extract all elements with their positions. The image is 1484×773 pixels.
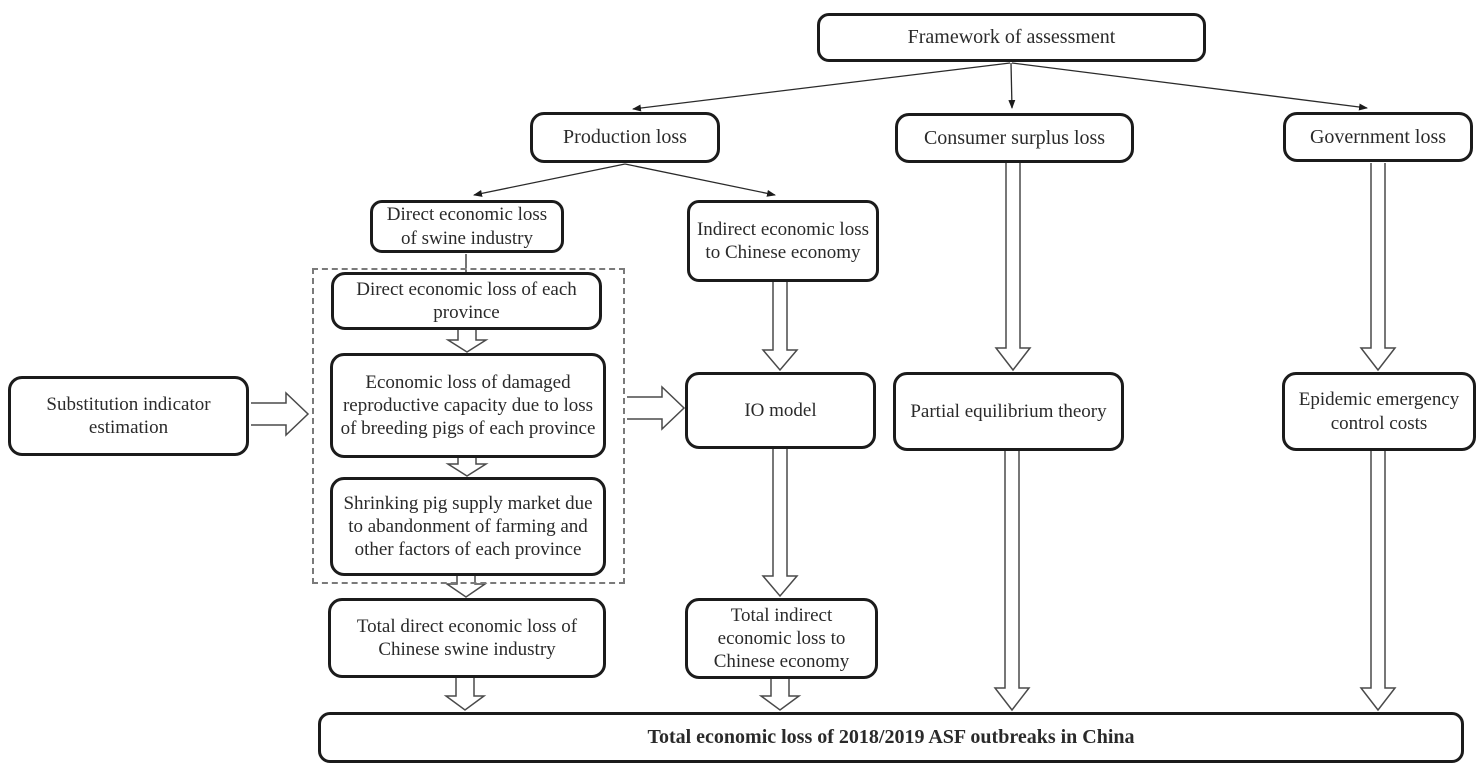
hollow-arrow-total-direct-to-total-loss [443,678,487,711]
node-epidemic-costs-label: Epidemic emergency control costs [1298,389,1460,434]
node-framework: Framework of assessment [817,13,1206,62]
node-shrinking-supply: Shrinking pig supply market due to aband… [330,477,606,576]
node-substitution-indicator: Substitution indicator estimation [8,376,249,456]
node-total-direct-loss-label: Total direct economic loss of Chinese sw… [356,615,578,660]
node-direct-swine-loss: Direct economic loss of swine industry [370,200,564,253]
hollow-arrow-substitution-to-dashed-group [251,391,310,437]
node-government-loss: Government loss [1283,112,1473,162]
hollow-arrow-indirect-to-io-model [761,282,799,372]
hollow-arrow-io-model-to-total-indirect [761,449,799,598]
node-total-direct-loss: Total direct economic loss of Chinese sw… [328,598,606,678]
province-calculation-group [312,268,625,584]
node-io-model-label: IO model [744,399,817,421]
node-epidemic-costs: Epidemic emergency control costs [1282,372,1476,451]
hollow-arrow-government-to-epidemic-costs [1359,163,1397,372]
arrow-framework-to-government-loss [1011,62,1368,111]
node-reproductive-loss: Economic loss of damaged reproductive ca… [330,353,606,458]
node-partial-equilibrium-label: Partial equilibrium theory [910,400,1107,422]
node-indirect-chinese-loss-label: Indirect economic loss to Chinese econom… [696,218,869,263]
node-reproductive-loss-label: Economic loss of damaged reproductive ca… [340,371,596,440]
node-io-model: IO model [685,372,876,449]
arrow-framework-to-consumer-surplus-loss [1008,62,1016,109]
arrow-framework-to-production-loss [632,62,1011,112]
hollow-arrow-dashed-group-to-io-model [627,385,686,431]
arrow-production-to-indirect-chinese-loss [624,163,776,197]
node-indirect-chinese-loss: Indirect economic loss to Chinese econom… [687,200,879,282]
node-government-loss-label: Government loss [1309,125,1447,148]
node-production-loss: Production loss [530,112,720,163]
node-partial-equilibrium: Partial equilibrium theory [893,372,1124,451]
hollow-arrow-shrinking-to-total-direct [444,576,488,598]
hollow-arrow-partial-equilibrium-to-total-loss [993,451,1031,712]
node-province-direct-loss-label: Direct economic loss of each province [356,278,577,323]
hollow-arrow-total-indirect-to-total-loss [758,679,802,711]
hollow-arrow-epidemic-costs-to-total-loss [1359,451,1397,712]
hollow-arrow-province-to-reproductive [445,330,489,353]
hollow-arrow-consumer-to-partial-equilibrium [994,163,1032,372]
arrow-production-to-direct-swine-loss [473,163,626,197]
node-province-direct-loss: Direct economic loss of each province [331,272,602,330]
node-consumer-surplus-loss-label: Consumer surplus loss [923,126,1106,149]
node-total-indirect-loss: Total indirect economic loss to Chinese … [685,598,878,679]
node-framework-label: Framework of assessment [907,26,1116,49]
node-total-indirect-loss-label: Total indirect economic loss to Chinese … [713,604,850,673]
hollow-arrow-reproductive-to-shrinking [445,458,489,477]
node-direct-swine-loss-label: Direct economic loss of swine industry [386,204,548,249]
node-total-loss-label: Total economic loss of 2018/2019 ASF out… [647,726,1135,749]
node-shrinking-supply-label: Shrinking pig supply market due to aband… [343,492,593,561]
node-substitution-indicator-label: Substitution indicator estimation [46,393,211,438]
node-consumer-surplus-loss: Consumer surplus loss [895,113,1134,163]
node-production-loss-label: Production loss [563,126,687,149]
node-total-loss: Total economic loss of 2018/2019 ASF out… [318,712,1464,763]
